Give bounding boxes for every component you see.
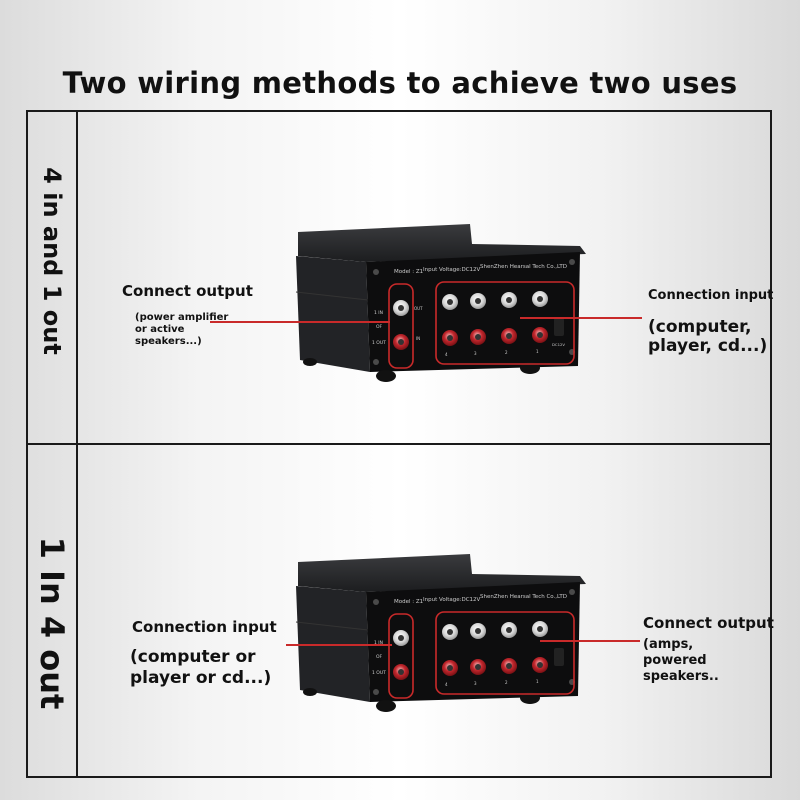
callout-desc-line: or active	[135, 324, 185, 335]
callout-desc-line: (amps,	[643, 637, 694, 652]
callout-desc-line: (power amplifier	[135, 312, 229, 323]
callout-desc-line: powered	[643, 653, 707, 668]
callout-desc-line: speakers..	[643, 669, 719, 684]
quad-port-highlight	[435, 611, 575, 695]
svg-text:4: 4	[445, 352, 448, 357]
callout-connection-input-1: Connection input	[648, 288, 774, 303]
callout-desc-line: speakers...)	[135, 336, 202, 347]
callout-desc-line: player or cd...)	[130, 668, 272, 688]
callout-desc-line: (computer or	[130, 647, 256, 667]
label-column-divider	[76, 110, 78, 778]
pointer-line-right-1	[520, 317, 642, 319]
audio-switcher-device-2: Model : Z1 Input Voltage:DC12V ShenZhen …	[295, 554, 586, 712]
svg-text:1: 1	[536, 679, 539, 684]
svg-text:1 IN: 1 IN	[374, 310, 383, 316]
rca-jack-grid	[442, 291, 548, 346]
svg-text:3: 3	[474, 681, 477, 686]
callout-connect-output-1: Connect output	[122, 282, 253, 300]
svg-text:1: 1	[536, 349, 539, 354]
single-port-highlight	[388, 283, 414, 369]
device-voltage-text: Input Voltage:DC12V	[423, 597, 481, 603]
svg-text:1 OUT: 1 OUT	[372, 670, 386, 676]
device-model-text: Model : Z1	[394, 599, 423, 605]
svg-text:2: 2	[505, 680, 508, 685]
device-maker-text: ShenZhen Hearsal Tech Co.,LTD	[480, 264, 567, 270]
svg-text:OF: OF	[376, 324, 383, 330]
pointer-line-right-2	[540, 640, 640, 642]
power-label: DC12V	[552, 342, 565, 347]
mode-label-1in4out: 1 In 4 out	[33, 536, 71, 710]
svg-text:IN: IN	[416, 336, 420, 341]
rca-jack-grid	[442, 621, 548, 676]
callout-connect-output-2: Connect output	[643, 614, 774, 632]
section-divider	[26, 443, 772, 445]
single-port-highlight	[388, 613, 414, 699]
mode-label-4in1out: 4 in and 1 out	[38, 167, 66, 355]
svg-text:1 IN: 1 IN	[374, 640, 383, 646]
svg-text:3: 3	[474, 351, 477, 356]
svg-text:OUT: OUT	[414, 306, 423, 311]
callout-desc-line: player, cd...)	[648, 336, 768, 356]
pointer-line-left-1	[210, 321, 390, 323]
callout-connection-input-2: Connection input	[132, 618, 277, 636]
svg-text:4: 4	[445, 682, 448, 687]
pointer-line-left-2	[286, 644, 392, 646]
quad-port-highlight	[435, 281, 575, 365]
device-voltage-text: Input Voltage:DC12V	[423, 267, 481, 273]
device-maker-text: ShenZhen Hearsal Tech Co.,LTD	[480, 594, 567, 600]
page-headline: Two wiring methods to achieve two uses	[62, 66, 738, 100]
svg-text:1 OUT: 1 OUT	[372, 340, 386, 346]
svg-text:OF: OF	[376, 654, 383, 660]
device-model-text: Model : Z1	[394, 269, 423, 275]
svg-text:2: 2	[505, 350, 508, 355]
callout-desc-line: (computer,	[648, 317, 752, 337]
audio-switcher-device-1: Model : Z1 Input Voltage:DC12V ShenZhen …	[295, 224, 586, 382]
